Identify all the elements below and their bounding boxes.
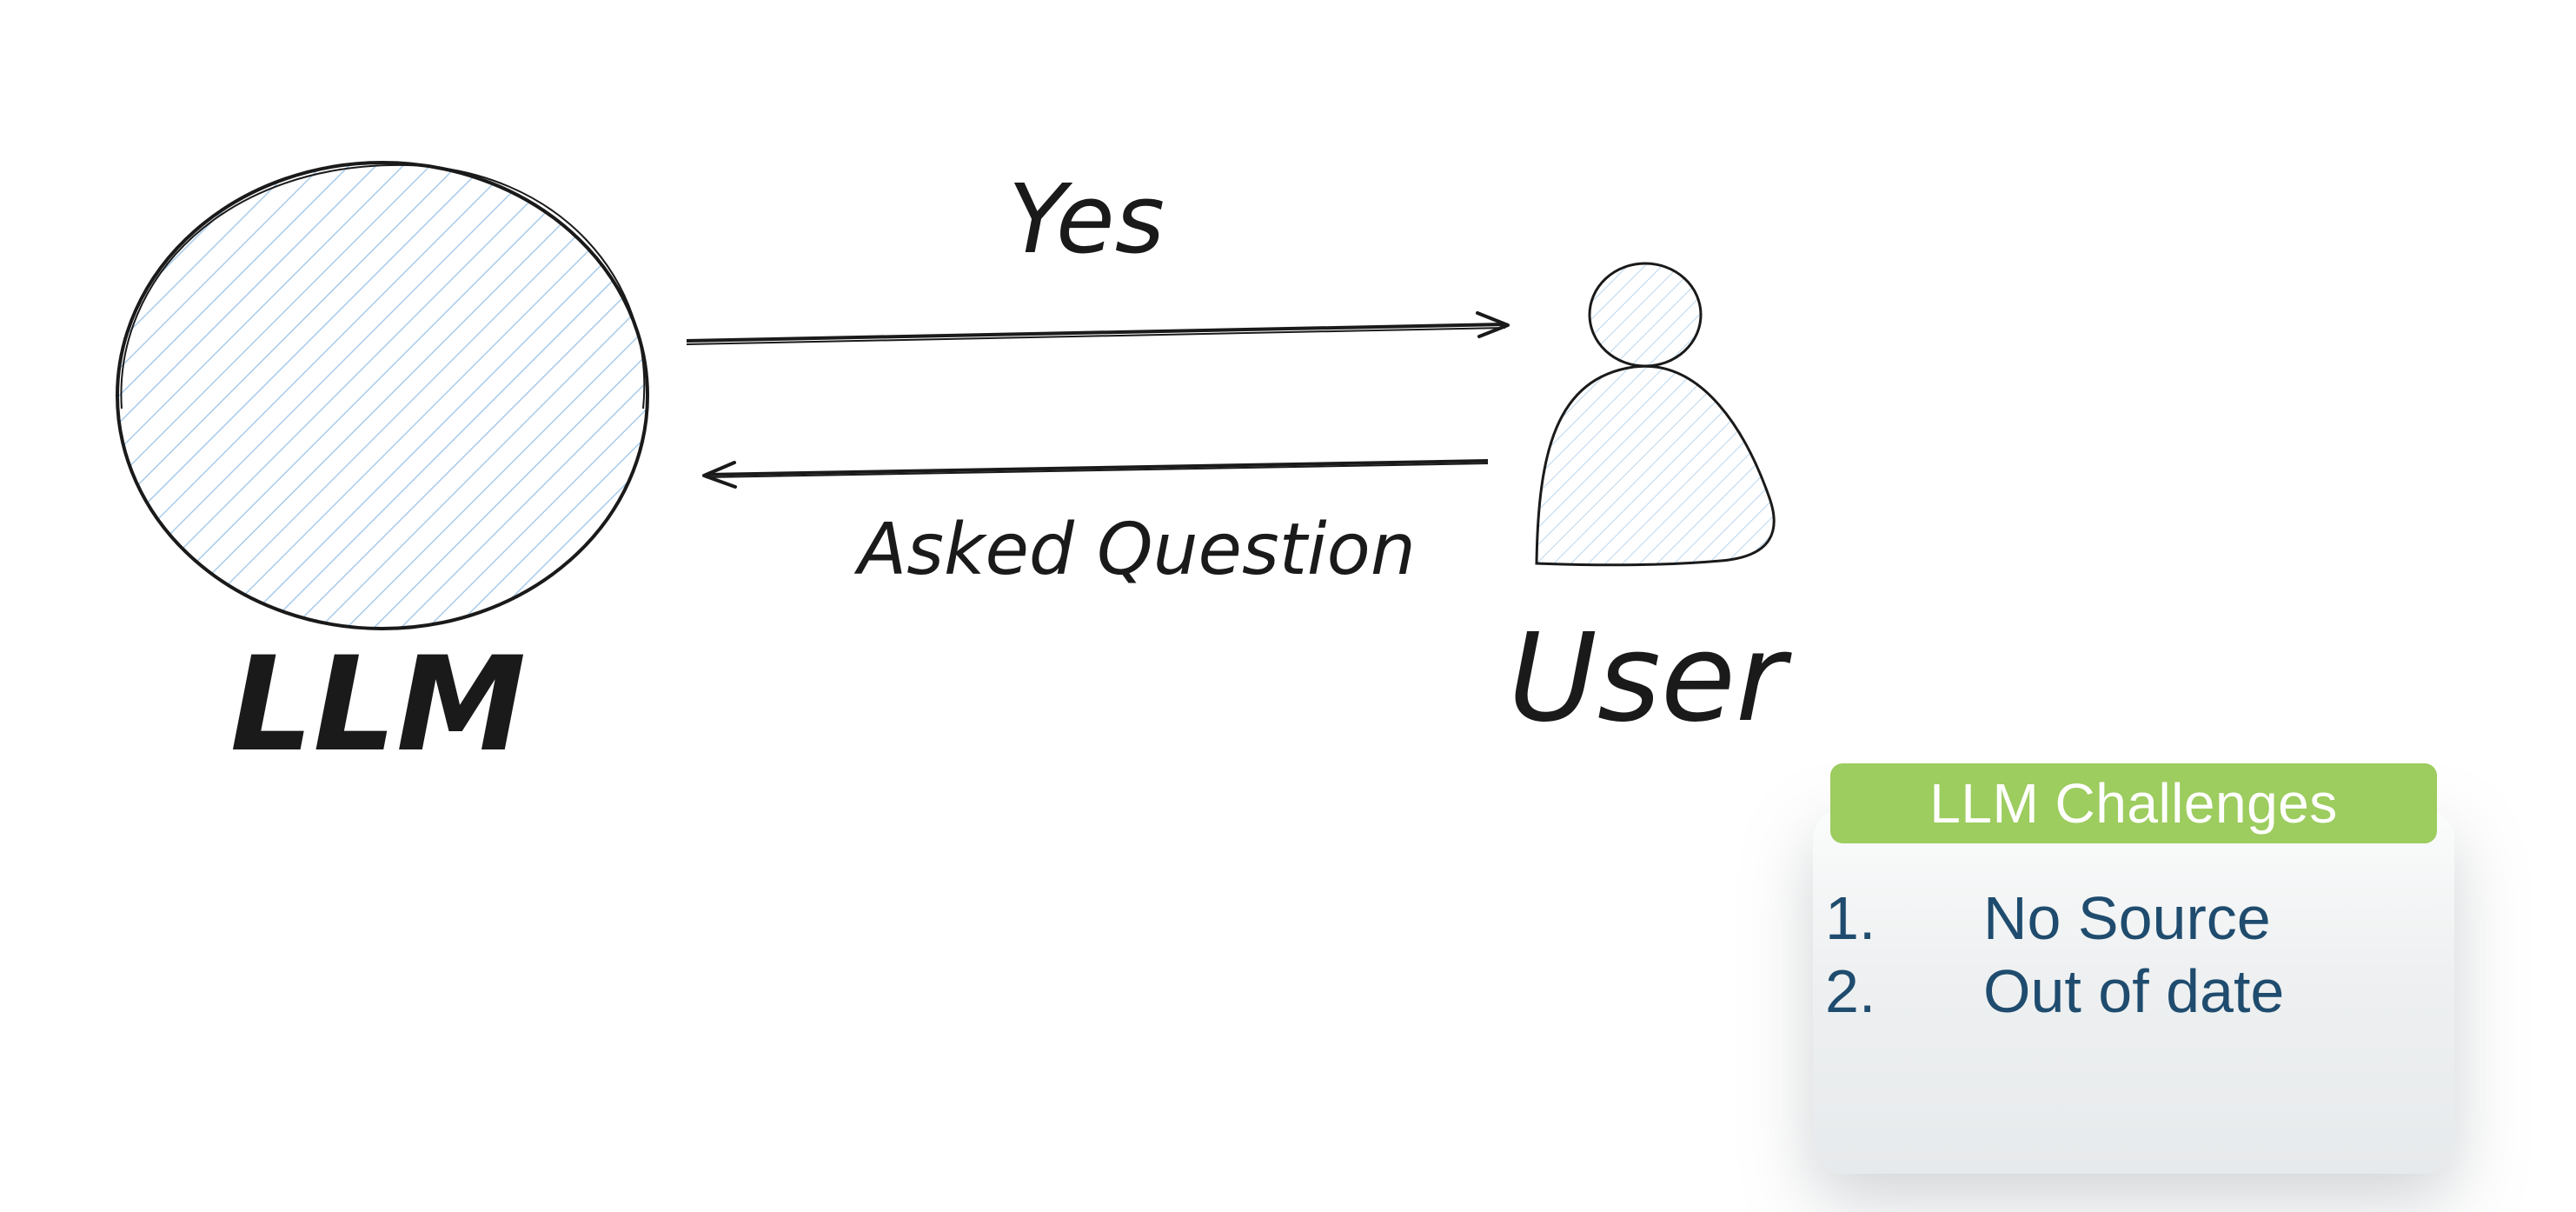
- llm-node: [116, 161, 649, 630]
- yes-label: Yes: [1008, 163, 1165, 275]
- user-label: User: [1508, 608, 1792, 749]
- challenges-card: [1813, 809, 2454, 1174]
- user-body: [1535, 364, 1776, 567]
- user-head: [1588, 262, 1703, 368]
- list-item-number: 1.: [1825, 884, 1876, 952]
- llm-label: LLM: [230, 629, 526, 781]
- user-node: [1535, 262, 1776, 567]
- list-item-number: 2.: [1825, 957, 1876, 1025]
- asked-question-arrow: [702, 459, 1489, 489]
- list-item-text: No Source: [1983, 884, 2271, 952]
- list-item: 2. Out of date: [1825, 955, 2284, 1028]
- list-item: 1. No Source: [1825, 882, 2284, 955]
- challenges-title: LLM Challenges: [1830, 763, 2437, 843]
- list-item-text: Out of date: [1983, 957, 2285, 1025]
- challenges-list: 1. No Source 2. Out of date: [1825, 882, 2284, 1028]
- llm-circle: [116, 161, 649, 630]
- yes-arrowhead: [1476, 311, 1510, 338]
- yes-arrow: [686, 311, 1510, 345]
- asked-question-label: Asked Question: [853, 509, 1416, 591]
- llm-circle-overstroke: [120, 163, 646, 410]
- asked-question-arrowhead: [702, 461, 737, 489]
